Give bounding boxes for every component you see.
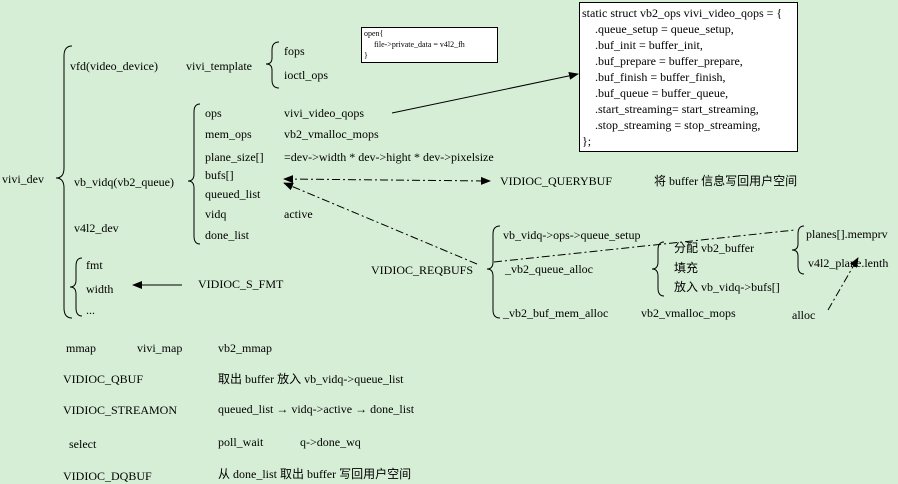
open-line-1: open{ bbox=[364, 29, 384, 38]
arrow-querybuf-bufs bbox=[283, 175, 491, 185]
node-width: width bbox=[86, 282, 114, 296]
node-queue-alloc: _vb2_queue_alloc bbox=[505, 262, 593, 276]
node-streamon: VIDIOC_STREAMON bbox=[63, 403, 177, 417]
qops-line-3: .buf_prepare = buffer_prepare, bbox=[595, 54, 743, 68]
qops-box: static struct vb2_ops vivi_video_qops = … bbox=[579, 2, 798, 152]
node-queued-list: queued_list bbox=[205, 187, 261, 201]
qops-line-2: .buf_init = buffer_init, bbox=[595, 38, 703, 52]
arrow-alloc-planes bbox=[827, 257, 859, 311]
node-plane-size: plane_size[] bbox=[205, 150, 264, 164]
qops-line-5: .buf_queue = buffer_queue, bbox=[595, 86, 729, 100]
brace-reqbufs bbox=[486, 225, 501, 319]
node-select: select bbox=[69, 437, 97, 451]
arrow-reqbufs-planes bbox=[493, 229, 796, 263]
brace-fmt bbox=[69, 257, 83, 317]
qops-line-1: .queue_setup = queue_setup, bbox=[595, 22, 734, 36]
qops-line-6: .start_streaming= start_streaming, bbox=[595, 102, 759, 116]
node-queue-setup: vb_vidq->ops->queue_setup bbox=[503, 228, 641, 242]
node-reqbufs: VIDIOC_REQBUFS bbox=[371, 263, 474, 277]
qops-line-8: }; bbox=[582, 134, 592, 148]
node-qbuf-desc: 取出 buffer 放入 vb_vidq->queue_list bbox=[218, 372, 404, 386]
open-line-3: } bbox=[364, 51, 368, 60]
node-bufs: bufs[] bbox=[205, 168, 234, 182]
node-vivi-template: vivi_template bbox=[186, 59, 252, 73]
node-fmt: fmt bbox=[86, 258, 103, 272]
node-vb-vidq: vb_vidq(vb2_queue) bbox=[74, 175, 174, 189]
node-vb2-mmap: vb2_mmap bbox=[218, 341, 272, 355]
node-dqbuf-desc: 从 done_list 取出 buffer 写回用户空间 bbox=[218, 467, 412, 481]
node-vivi-map: vivi_map bbox=[137, 341, 183, 355]
node-done-wq: q->done_wq bbox=[300, 435, 361, 449]
node-buf-mem-alloc-val: vb2_vmalloc_mops bbox=[641, 306, 736, 320]
qops-line-4: .buf_finish = buffer_finish, bbox=[595, 70, 726, 84]
arrow-reqbufs-bufs bbox=[283, 182, 478, 265]
node-alloc: alloc bbox=[792, 308, 816, 322]
node-streamon-desc: queued_list → vidq->active → done_list bbox=[218, 402, 415, 416]
node-alloc-2: 填充 bbox=[674, 261, 699, 275]
node-s-fmt: VIDIOC_S_FMT bbox=[198, 277, 284, 291]
node-mmap: mmap bbox=[66, 341, 96, 355]
node-ops-val: vivi_video_qops bbox=[284, 106, 364, 120]
node-fops: fops bbox=[284, 44, 305, 58]
node-vivi-dev: vivi_dev bbox=[2, 172, 44, 186]
node-ops: ops bbox=[205, 106, 222, 120]
open-box: open{ file->private_data = v4l2_fh } bbox=[361, 27, 498, 63]
node-mem-ops-val: vb2_vmalloc_mops bbox=[284, 127, 379, 141]
node-vfd: vfd(video_device) bbox=[70, 59, 158, 73]
node-querybuf: VIDIOC_QUERYBUF bbox=[500, 174, 613, 188]
node-buf-mem-alloc: _vb2_buf_mem_alloc bbox=[503, 306, 609, 320]
node-poll-wait: poll_wait bbox=[218, 435, 264, 449]
node-dots: ... bbox=[86, 303, 95, 317]
open-line-2: file->private_data = v4l2_fh bbox=[374, 40, 465, 49]
brace-planes bbox=[791, 225, 805, 275]
qops-line-0: static struct vb2_ops vivi_video_qops = … bbox=[582, 6, 783, 20]
brace-queue-alloc bbox=[651, 241, 665, 297]
arrow-ops-to-qops bbox=[391, 71, 579, 114]
qops-line-7: .stop_streaming = stop_streaming, bbox=[595, 118, 761, 132]
node-v4l2-dev: v4l2_dev bbox=[74, 221, 119, 235]
node-vidq: vidq bbox=[205, 207, 227, 221]
node-querybuf-desc: 将 buffer 信息写回用户空间 bbox=[654, 174, 798, 188]
node-ioctl-ops: ioctl_ops bbox=[284, 68, 328, 82]
node-done-list: done_list bbox=[205, 228, 249, 242]
brace-vb-vidq bbox=[187, 103, 201, 245]
node-vidq-val: active bbox=[284, 207, 313, 221]
node-planes-2: v4l2_plane.lenth bbox=[808, 256, 889, 270]
brace-template bbox=[265, 41, 280, 89]
brace-vivi-dev bbox=[55, 45, 73, 319]
node-plane-size-val: =dev->width * dev->hight * dev->pixelsiz… bbox=[284, 150, 494, 164]
node-planes-1: planes[].memprv bbox=[806, 227, 888, 241]
node-alloc-3: 放入 vb_vidq->bufs[] bbox=[674, 280, 780, 294]
node-dqbuf: VIDIOC_DQBUF bbox=[63, 469, 152, 483]
node-mem-ops: mem_ops bbox=[205, 127, 252, 141]
node-alloc-1: 分配 vb2_buffer bbox=[674, 241, 755, 255]
node-qbuf: VIDIOC_QBUF bbox=[63, 372, 144, 386]
